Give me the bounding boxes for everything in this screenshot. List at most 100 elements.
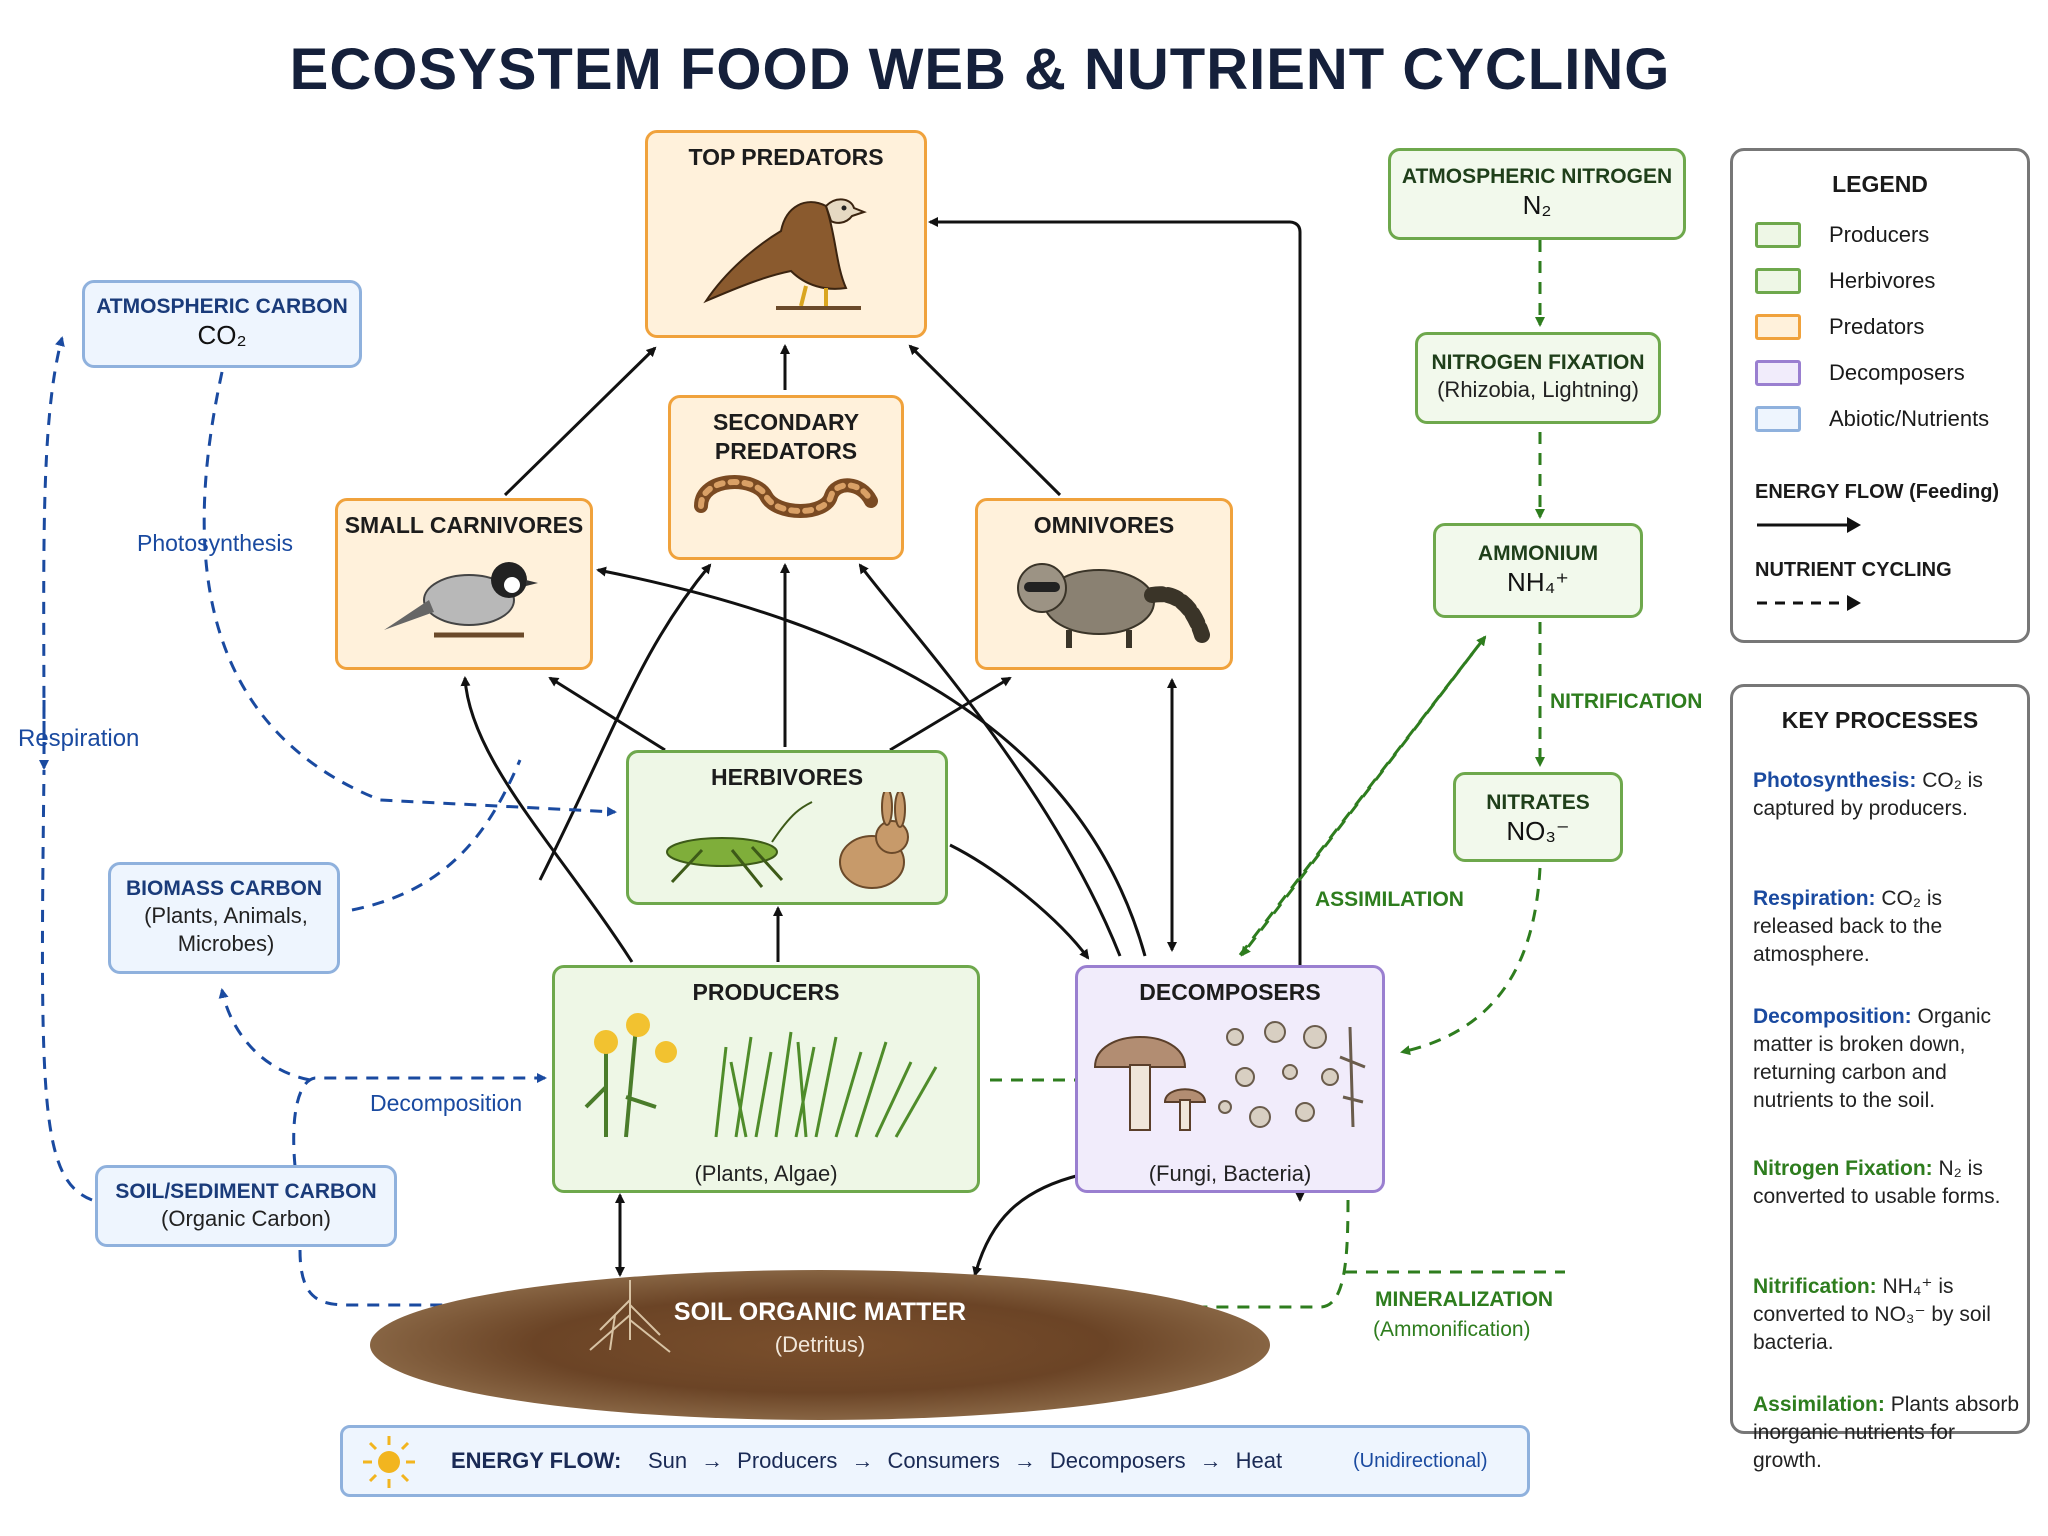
key-process-text: Plants absorb inorganic nutrients for gr… xyxy=(1753,1393,2020,1472)
line-biomass-to-herb xyxy=(351,759,522,912)
mushroom-bacteria-icon xyxy=(1093,1021,1366,1131)
node-decomposers-label: DECOMPOSERS xyxy=(1139,979,1321,1005)
legend-energy-arrow xyxy=(1757,517,1861,533)
energy-step-arrow: → xyxy=(1199,1448,1222,1473)
arrow-herb-to-omni xyxy=(889,676,1012,752)
arrow-secondary-curve-to-decomp xyxy=(858,563,1122,957)
hawk-icon xyxy=(703,198,867,310)
legend-title: LEGEND xyxy=(1832,171,1928,197)
node-producers-label: PRODUCERS xyxy=(692,979,840,1005)
legend-swatch xyxy=(1755,360,1801,386)
arrow-decomp-to-soil xyxy=(972,1173,1081,1277)
legend-nutrient-cycling: NUTRIENT CYCLING xyxy=(1755,559,1952,581)
node-soil-carbon-sub: (Organic Carbon) xyxy=(161,1206,331,1231)
node-nitrates-label: NITRATES xyxy=(1486,791,1590,814)
legend-item: Herbivores xyxy=(1755,265,1935,297)
arrow-herbivore-to-secondary-curve xyxy=(538,563,712,881)
key-process-text: CO₂ is captured by producers. xyxy=(1753,769,1983,820)
node-top-predators: TOP PREDATORS xyxy=(645,130,927,338)
line-decomp-mineralization xyxy=(1130,1199,1350,1309)
legend-swatch xyxy=(1755,406,1801,432)
key-process-term: Assimilation: xyxy=(1753,1393,1885,1416)
node-herbivores: HERBIVORES xyxy=(626,750,948,905)
label-assimilation: ASSIMILATION xyxy=(1315,888,1464,911)
node-decomposers-sub: (Fungi, Bacteria) xyxy=(1148,1161,1312,1186)
arrow-herb-to-smallcarn xyxy=(548,676,666,752)
energy-step: Heat xyxy=(1235,1448,1283,1473)
soil-organic-matter: SOIL ORGANIC MATTER (Detritus) xyxy=(370,1270,1270,1420)
label-photosynthesis: Photosynthesis xyxy=(137,530,293,556)
arrow-smallcarn-to-top xyxy=(503,346,657,497)
arrow-prod-to-smallcarn xyxy=(460,676,634,963)
legend-swatch xyxy=(1755,222,1801,248)
node-nitrogen-fixation-label: NITROGEN FIXATION xyxy=(1431,351,1645,374)
node-small-carnivores-label: SMALL CARNIVORES xyxy=(344,512,584,538)
key-process-item: Photosynthesis: CO₂ is captured by produ… xyxy=(1753,767,2023,823)
node-nitrates-formula: NO₃⁻ xyxy=(1506,816,1570,846)
key-process-text: NH₄⁺ is converted to NO₃⁻ by soil bacter… xyxy=(1753,1275,1991,1354)
node-nitrates: NITRATES NO₃⁻ xyxy=(1453,772,1623,862)
key-processes-panel: KEY PROCESSES Photosynthesis: CO₂ is cap… xyxy=(1730,684,2030,1472)
node-atmospheric-carbon-label: ATMOSPHERIC CARBON xyxy=(96,295,348,318)
legend-item: Predators xyxy=(1755,311,1924,343)
legend-item: Abiotic/Nutrients xyxy=(1755,403,1989,435)
key-process-term: Nitrification: xyxy=(1753,1275,1877,1298)
key-process-item: Decomposition: Organic matter is broken … xyxy=(1753,1003,2023,1115)
key-process-item: Respiration: CO₂ is released back to the… xyxy=(1753,885,2023,969)
node-atmospheric-nitrogen-label: ATMOSPHERIC NITROGEN xyxy=(1401,165,1673,188)
energy-step: Sun xyxy=(648,1448,688,1473)
energy-bar-steps: Sun→Producers→Consumers→Decomposers→Heat xyxy=(648,1448,1282,1474)
node-ammonium-formula: NH₄⁺ xyxy=(1507,567,1569,597)
soil-organic-matter-sub: (Detritus) xyxy=(774,1332,866,1357)
node-omnivores: OMNIVORES xyxy=(975,498,1233,670)
label-ammonification: (Ammonification) xyxy=(1373,1318,1531,1341)
energy-step: Consumers xyxy=(887,1448,1000,1473)
key-process-item: Assimilation: Plants absorb inorganic nu… xyxy=(1753,1391,2023,1475)
label-mineralization: MINERALIZATION xyxy=(1375,1288,1554,1311)
node-secondary-predators: SECONDARY PREDATORS xyxy=(668,395,904,560)
legend-item-label: Decomposers xyxy=(1829,360,1965,385)
legend-item: Decomposers xyxy=(1755,357,1965,389)
energy-flow-bar: ENERGY FLOW: Sun → Producers → Consumers → Dec… xyxy=(340,1425,1530,1497)
arrow-nitrates-to-decomp xyxy=(1400,867,1542,1056)
legend-item-label: Abiotic/Nutrients xyxy=(1829,406,1990,431)
energy-bar-label: ENERGY FLOW: xyxy=(451,1448,622,1473)
energy-step: Producers xyxy=(737,1448,838,1473)
node-nitrogen-fixation-sub: (Rhizobia, Lightning) xyxy=(1437,377,1639,402)
node-nitrogen-fixation: NITROGEN FIXATION (Rhizobia, Lightning) xyxy=(1415,332,1661,424)
node-herbivores-label: HERBIVORES xyxy=(710,764,864,790)
node-soil-carbon-label: SOIL/SEDIMENT CARBON xyxy=(115,1180,377,1203)
node-producers-sub: (Plants, Algae) xyxy=(694,1161,838,1186)
key-process-text: Organic matter is broken down, returning… xyxy=(1753,1005,1992,1112)
arrow-to-biomass xyxy=(218,988,311,1082)
key-processes-title: KEY PROCESSES xyxy=(1781,707,1979,733)
arrow-herb-to-decomposers xyxy=(949,843,1090,960)
legend-item-label: Producers xyxy=(1829,222,1930,247)
key-process-term: Nitrogen Fixation: xyxy=(1753,1157,1933,1180)
legend-swatch xyxy=(1755,314,1801,340)
legend-item-label: Herbivores xyxy=(1829,268,1936,293)
node-atmospheric-carbon-formula: CO₂ xyxy=(197,320,247,350)
key-process-term: Decomposition: xyxy=(1753,1005,1912,1028)
arrow-photosynthesis xyxy=(202,371,617,817)
energy-step-arrow: → xyxy=(1013,1448,1036,1473)
arrow-decomposers-to-top xyxy=(928,217,1302,233)
node-biomass-carbon: BIOMASS CARBON (Plants, Animals, Microbe… xyxy=(108,862,340,974)
node-biomass-carbon-label: BIOMASS CARBON xyxy=(125,877,322,900)
legend-energy-flow: ENERGY FLOW (Feeding) xyxy=(1755,481,2000,503)
label-decomposition: Decomposition xyxy=(370,1090,523,1116)
node-atmospheric-carbon: ATMOSPHERIC CARBON CO₂ xyxy=(82,280,362,368)
energy-step-arrow: → xyxy=(851,1448,874,1473)
node-atmospheric-nitrogen-formula: N₂ xyxy=(1522,190,1552,220)
legend-swatch xyxy=(1755,268,1801,294)
node-producers: PRODUCERS (Plants, Algae) xyxy=(552,965,980,1193)
sun-icon xyxy=(363,1436,415,1488)
line-respiration-lower xyxy=(40,769,93,1202)
arrow-decomp-to-smallcarn xyxy=(596,566,1147,957)
arrow-decomposition xyxy=(292,1073,547,1167)
node-ammonium: AMMONIUM NH₄⁺ xyxy=(1433,523,1643,618)
energy-step: Decomposers xyxy=(1049,1448,1186,1473)
node-small-carnivores: SMALL CARNIVORES xyxy=(335,498,593,670)
legend-item-label: Predators xyxy=(1829,314,1925,339)
label-nitrification: NITRIFICATION xyxy=(1550,690,1703,713)
